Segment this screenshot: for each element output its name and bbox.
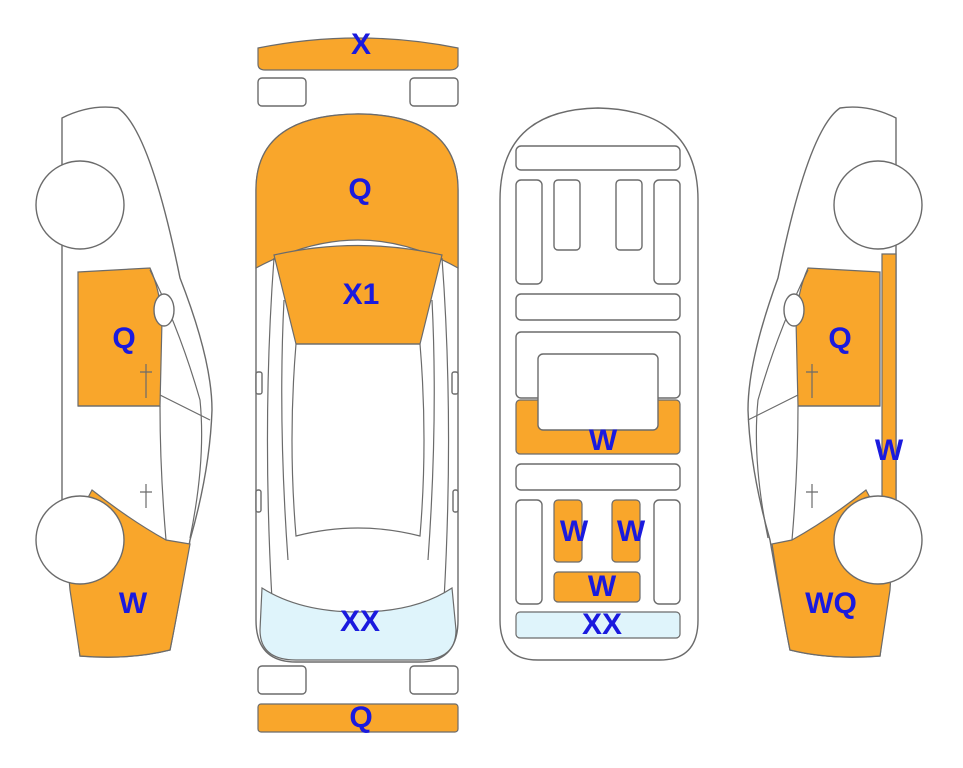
top-side-line-right (441, 257, 450, 601)
underbody-rear-panel[interactable] (553, 571, 641, 603)
underbody-front-left-mount (553, 179, 581, 251)
underbody-rear-crossmember (515, 463, 681, 491)
rear-bumper-label: Q (349, 701, 372, 734)
headlight-right[interactable] (409, 77, 459, 107)
underbody-left-label: W (560, 515, 589, 548)
rear-window-label: XX (340, 605, 380, 638)
left-rear-wheel[interactable] (35, 495, 125, 585)
right-front-handle (806, 364, 818, 398)
underbody-rear-glass[interactable] (515, 611, 681, 639)
left-rear-handle (140, 484, 152, 508)
rear-bumper-group: Q (257, 665, 459, 734)
hood[interactable] (255, 113, 459, 270)
door-handle-top-right (452, 489, 459, 513)
hood-label: Q (348, 173, 371, 206)
underbody-left-panel[interactable] (553, 499, 583, 563)
rear-window[interactable] (259, 586, 457, 661)
headlight-left[interactable] (257, 77, 307, 107)
left-door-rear-edge (159, 405, 167, 541)
underbody-front-bar (515, 145, 681, 171)
underbody-front-right-mount (615, 179, 643, 251)
top-view: Q X1 XX (255, 113, 459, 663)
right-side-view: Q W WQ (747, 106, 923, 658)
underbody-front-left-rail (515, 179, 543, 285)
underbody-front-right-rail (653, 179, 681, 285)
underbody-crossmember (515, 293, 681, 321)
top-side-line-left-inner (281, 299, 289, 561)
right-front-door-label: Q (828, 322, 851, 355)
underbody-right-label: W (617, 515, 646, 548)
taillight-right[interactable] (409, 665, 459, 695)
windshield-label: X1 (343, 278, 380, 311)
top-side-line-left (266, 257, 275, 601)
taillight-left[interactable] (257, 665, 307, 695)
right-window-line (747, 394, 799, 421)
windshield[interactable] (273, 244, 443, 345)
underbody-right-panel[interactable] (611, 499, 641, 563)
right-rear-handle (806, 484, 818, 508)
right-rear-quarter-label: WQ (805, 587, 857, 620)
front-bumper-label: X (351, 28, 371, 61)
underbody-rear-glass-label: XX (582, 608, 622, 641)
underbody-view: W W W W XX (499, 107, 699, 661)
right-side-sill-label: W (875, 434, 904, 467)
rear-bumper[interactable] (257, 703, 459, 733)
underbody-tank (537, 353, 659, 431)
door-handle-top-left (255, 489, 262, 513)
mirror-right[interactable] (451, 371, 459, 395)
underbody-rear-left-rail (515, 499, 543, 605)
left-front-door-label: Q (112, 322, 135, 355)
top-side-line-right-inner (427, 299, 435, 561)
underbody-rear-right-rail (653, 499, 681, 605)
left-mirror[interactable] (153, 293, 175, 327)
mirror-left[interactable] (255, 371, 263, 395)
left-front-wheel[interactable] (35, 160, 125, 250)
right-front-wheel[interactable] (833, 160, 923, 250)
left-front-handle (140, 364, 152, 398)
right-mirror[interactable] (783, 293, 805, 327)
underbody-rear-label: W (588, 570, 617, 603)
right-door-rear-edge (791, 405, 799, 541)
underbody-center-label: W (589, 424, 618, 457)
left-side-view: Q W (35, 106, 213, 658)
right-rear-wheel[interactable] (833, 495, 923, 585)
front-bumper[interactable] (257, 37, 459, 71)
roof (291, 343, 425, 537)
left-window-line (159, 394, 211, 421)
front-bumper-group: X (257, 28, 459, 107)
left-rear-quarter-label: W (119, 587, 148, 620)
